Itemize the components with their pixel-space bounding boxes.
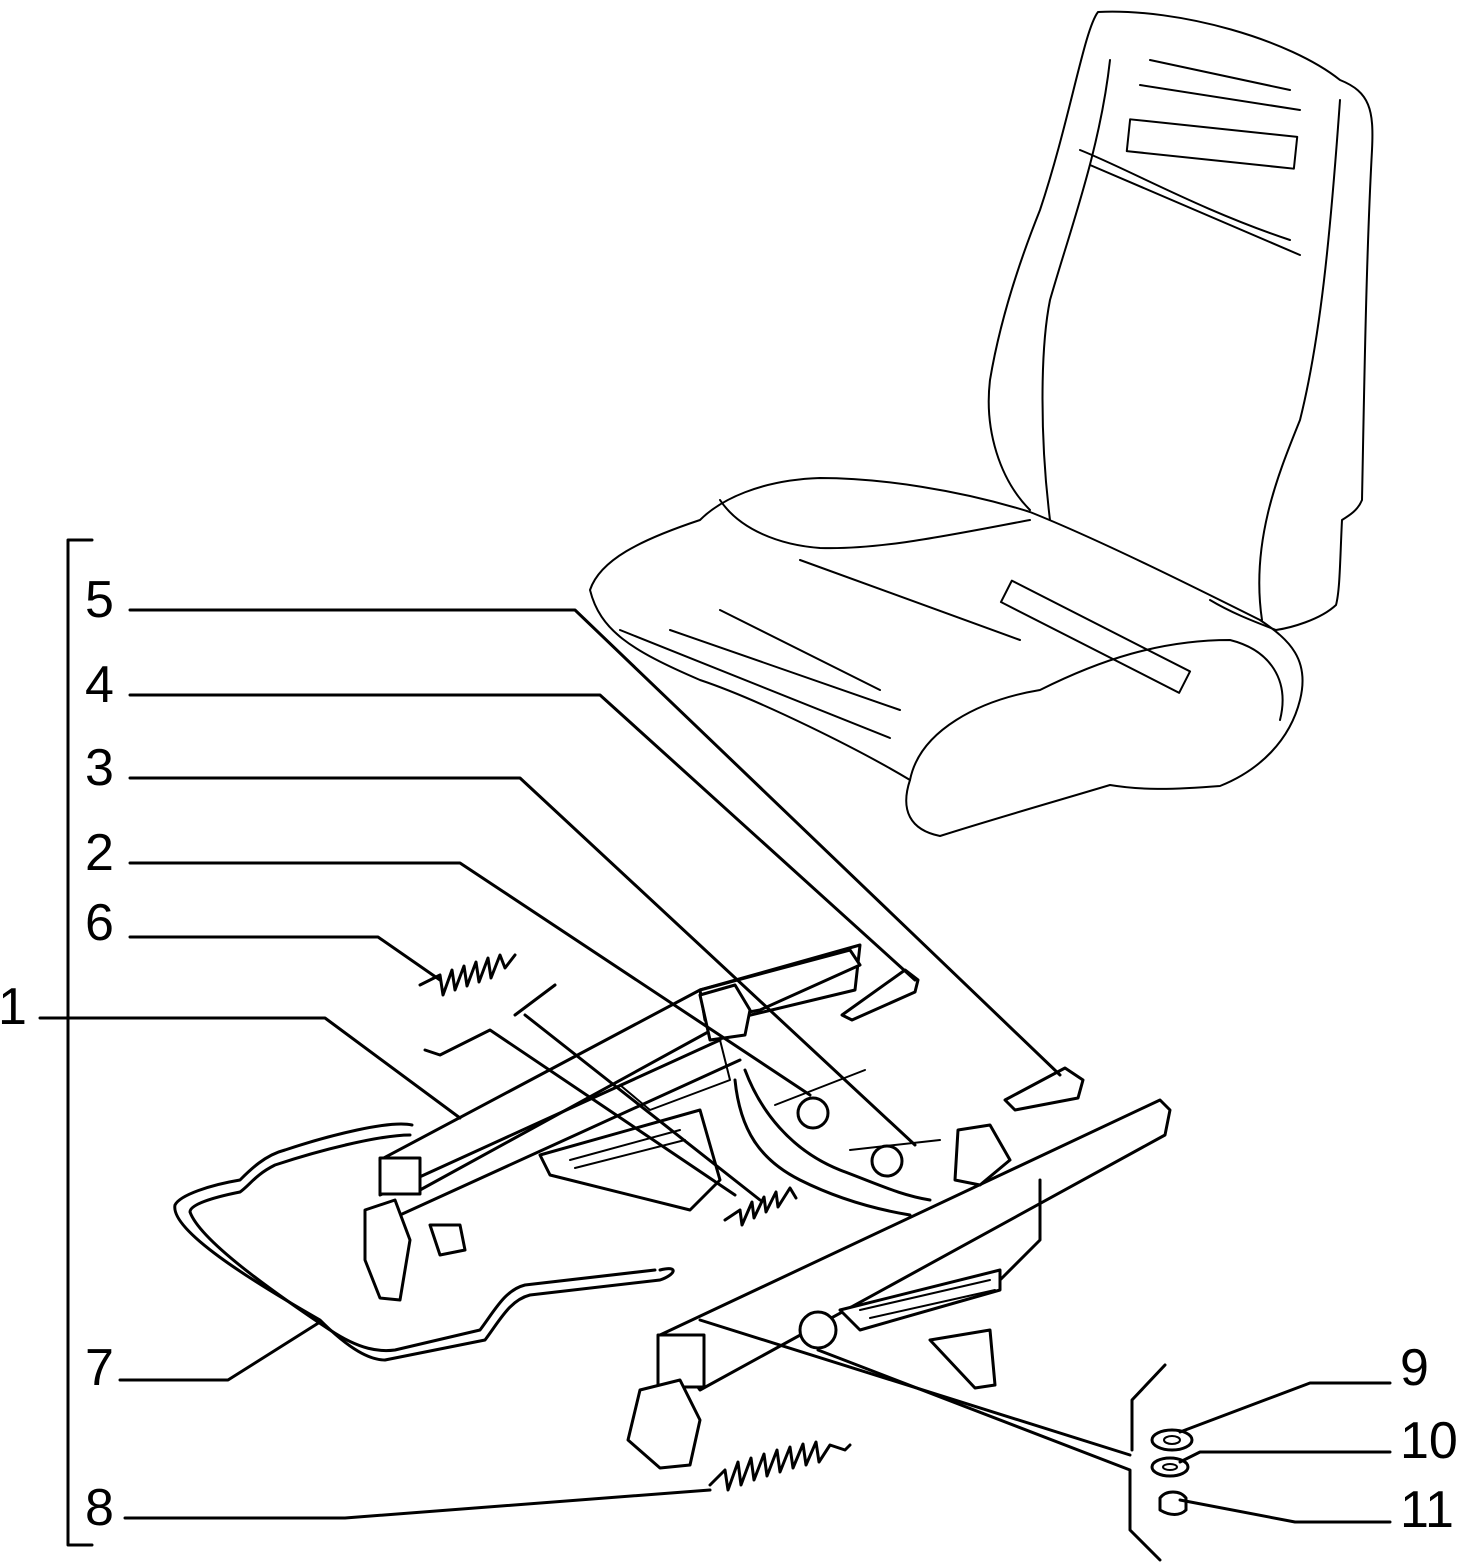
backrest-seam-top — [1139, 59, 1301, 111]
leader-knob-to-hardware — [816, 1348, 1162, 1562]
leader-5 — [128, 608, 1062, 1077]
part-9-washer — [1150, 1428, 1194, 1452]
left-runner-end — [378, 1156, 422, 1196]
lower-spring — [723, 1186, 798, 1227]
part-7-wire-frame-inner — [188, 1133, 657, 1353]
callout-5: 5 — [85, 571, 114, 629]
leader-8 — [123, 1488, 712, 1520]
part-6-spring — [418, 953, 517, 997]
cushion-bolster-left — [719, 499, 1031, 550]
seat-backrest — [987, 10, 1374, 631]
pan-plug-3 — [796, 1096, 830, 1130]
right-bracket — [626, 1378, 702, 1470]
callout-6: 6 — [85, 894, 114, 952]
side-plate-left — [538, 1108, 722, 1212]
cross-tube — [733, 1078, 912, 1217]
part-11-nut — [1158, 1490, 1188, 1516]
cushion-seam — [619, 629, 901, 739]
leader-10 — [1178, 1450, 1392, 1464]
hardware-bracket — [1130, 1363, 1167, 1452]
backrest-hinge — [953, 1123, 1012, 1187]
pivot-knob — [798, 1310, 838, 1350]
cushion-front-roll — [909, 639, 1284, 781]
backrest-seam-mid — [1079, 149, 1301, 256]
leader-6-extension — [423, 1028, 737, 1197]
callout-11: 11 — [1400, 1481, 1454, 1539]
part-9-washer-hole — [1163, 1435, 1181, 1445]
pan-plug-3-leader — [774, 1069, 866, 1106]
leader-1 — [38, 1016, 462, 1120]
seat-cushion — [589, 477, 1304, 837]
cushion-seam-2 — [719, 559, 1021, 691]
callout-3: 3 — [85, 739, 114, 797]
seat-assembly — [589, 10, 1374, 837]
backrest-inner-left — [1041, 59, 1111, 521]
leader-lower-spring — [513, 983, 762, 1202]
recliner-block — [698, 983, 752, 1042]
leader-4 — [128, 693, 917, 982]
part-4-lever — [840, 968, 920, 1022]
part-8-spring — [708, 1440, 852, 1492]
leader-6 — [128, 935, 442, 982]
leader-2 — [128, 861, 812, 1097]
right-slide-slots — [859, 1279, 996, 1319]
callout-7: 7 — [85, 1339, 114, 1397]
part-7-wire-frame — [173, 1122, 675, 1362]
part-5-lever — [1003, 1066, 1085, 1112]
leader-11 — [1178, 1498, 1392, 1524]
callout-1: 1 — [0, 978, 27, 1036]
assembly-bracket — [66, 538, 94, 1547]
callout-8: 8 — [85, 1479, 114, 1537]
leader-3 — [128, 776, 917, 1147]
right-runner-end — [656, 1333, 706, 1389]
leader-lines — [38, 608, 1392, 1562]
right-runner-drop — [998, 1178, 1042, 1282]
leader-7 — [118, 1320, 322, 1382]
backrest-trim-strip — [1125, 118, 1299, 170]
callout-4: 4 — [85, 656, 114, 714]
seat-frame — [363, 943, 1172, 1470]
part-10-washer-hole — [1162, 1463, 1178, 1471]
side-plate-slots — [569, 1129, 686, 1169]
pan-plug-2-leader — [849, 1139, 941, 1151]
right-runner-tab — [928, 1328, 997, 1390]
cushion-trim-strip — [999, 579, 1192, 694]
callout-2: 2 — [85, 824, 114, 882]
callout-numbers: 1 2 3 4 5 6 7 8 9 10 11 — [0, 571, 1458, 1539]
cross-tube-edge — [743, 1068, 932, 1202]
pan-plug-2 — [870, 1144, 904, 1178]
left-bracket — [363, 1198, 412, 1302]
backrest-inner-right — [1258, 99, 1341, 621]
callout-10: 10 — [1400, 1412, 1458, 1470]
recliner-plate — [619, 1039, 731, 1111]
leader-9 — [1178, 1381, 1392, 1434]
callout-9: 9 — [1400, 1339, 1429, 1397]
left-foot — [428, 1223, 467, 1257]
